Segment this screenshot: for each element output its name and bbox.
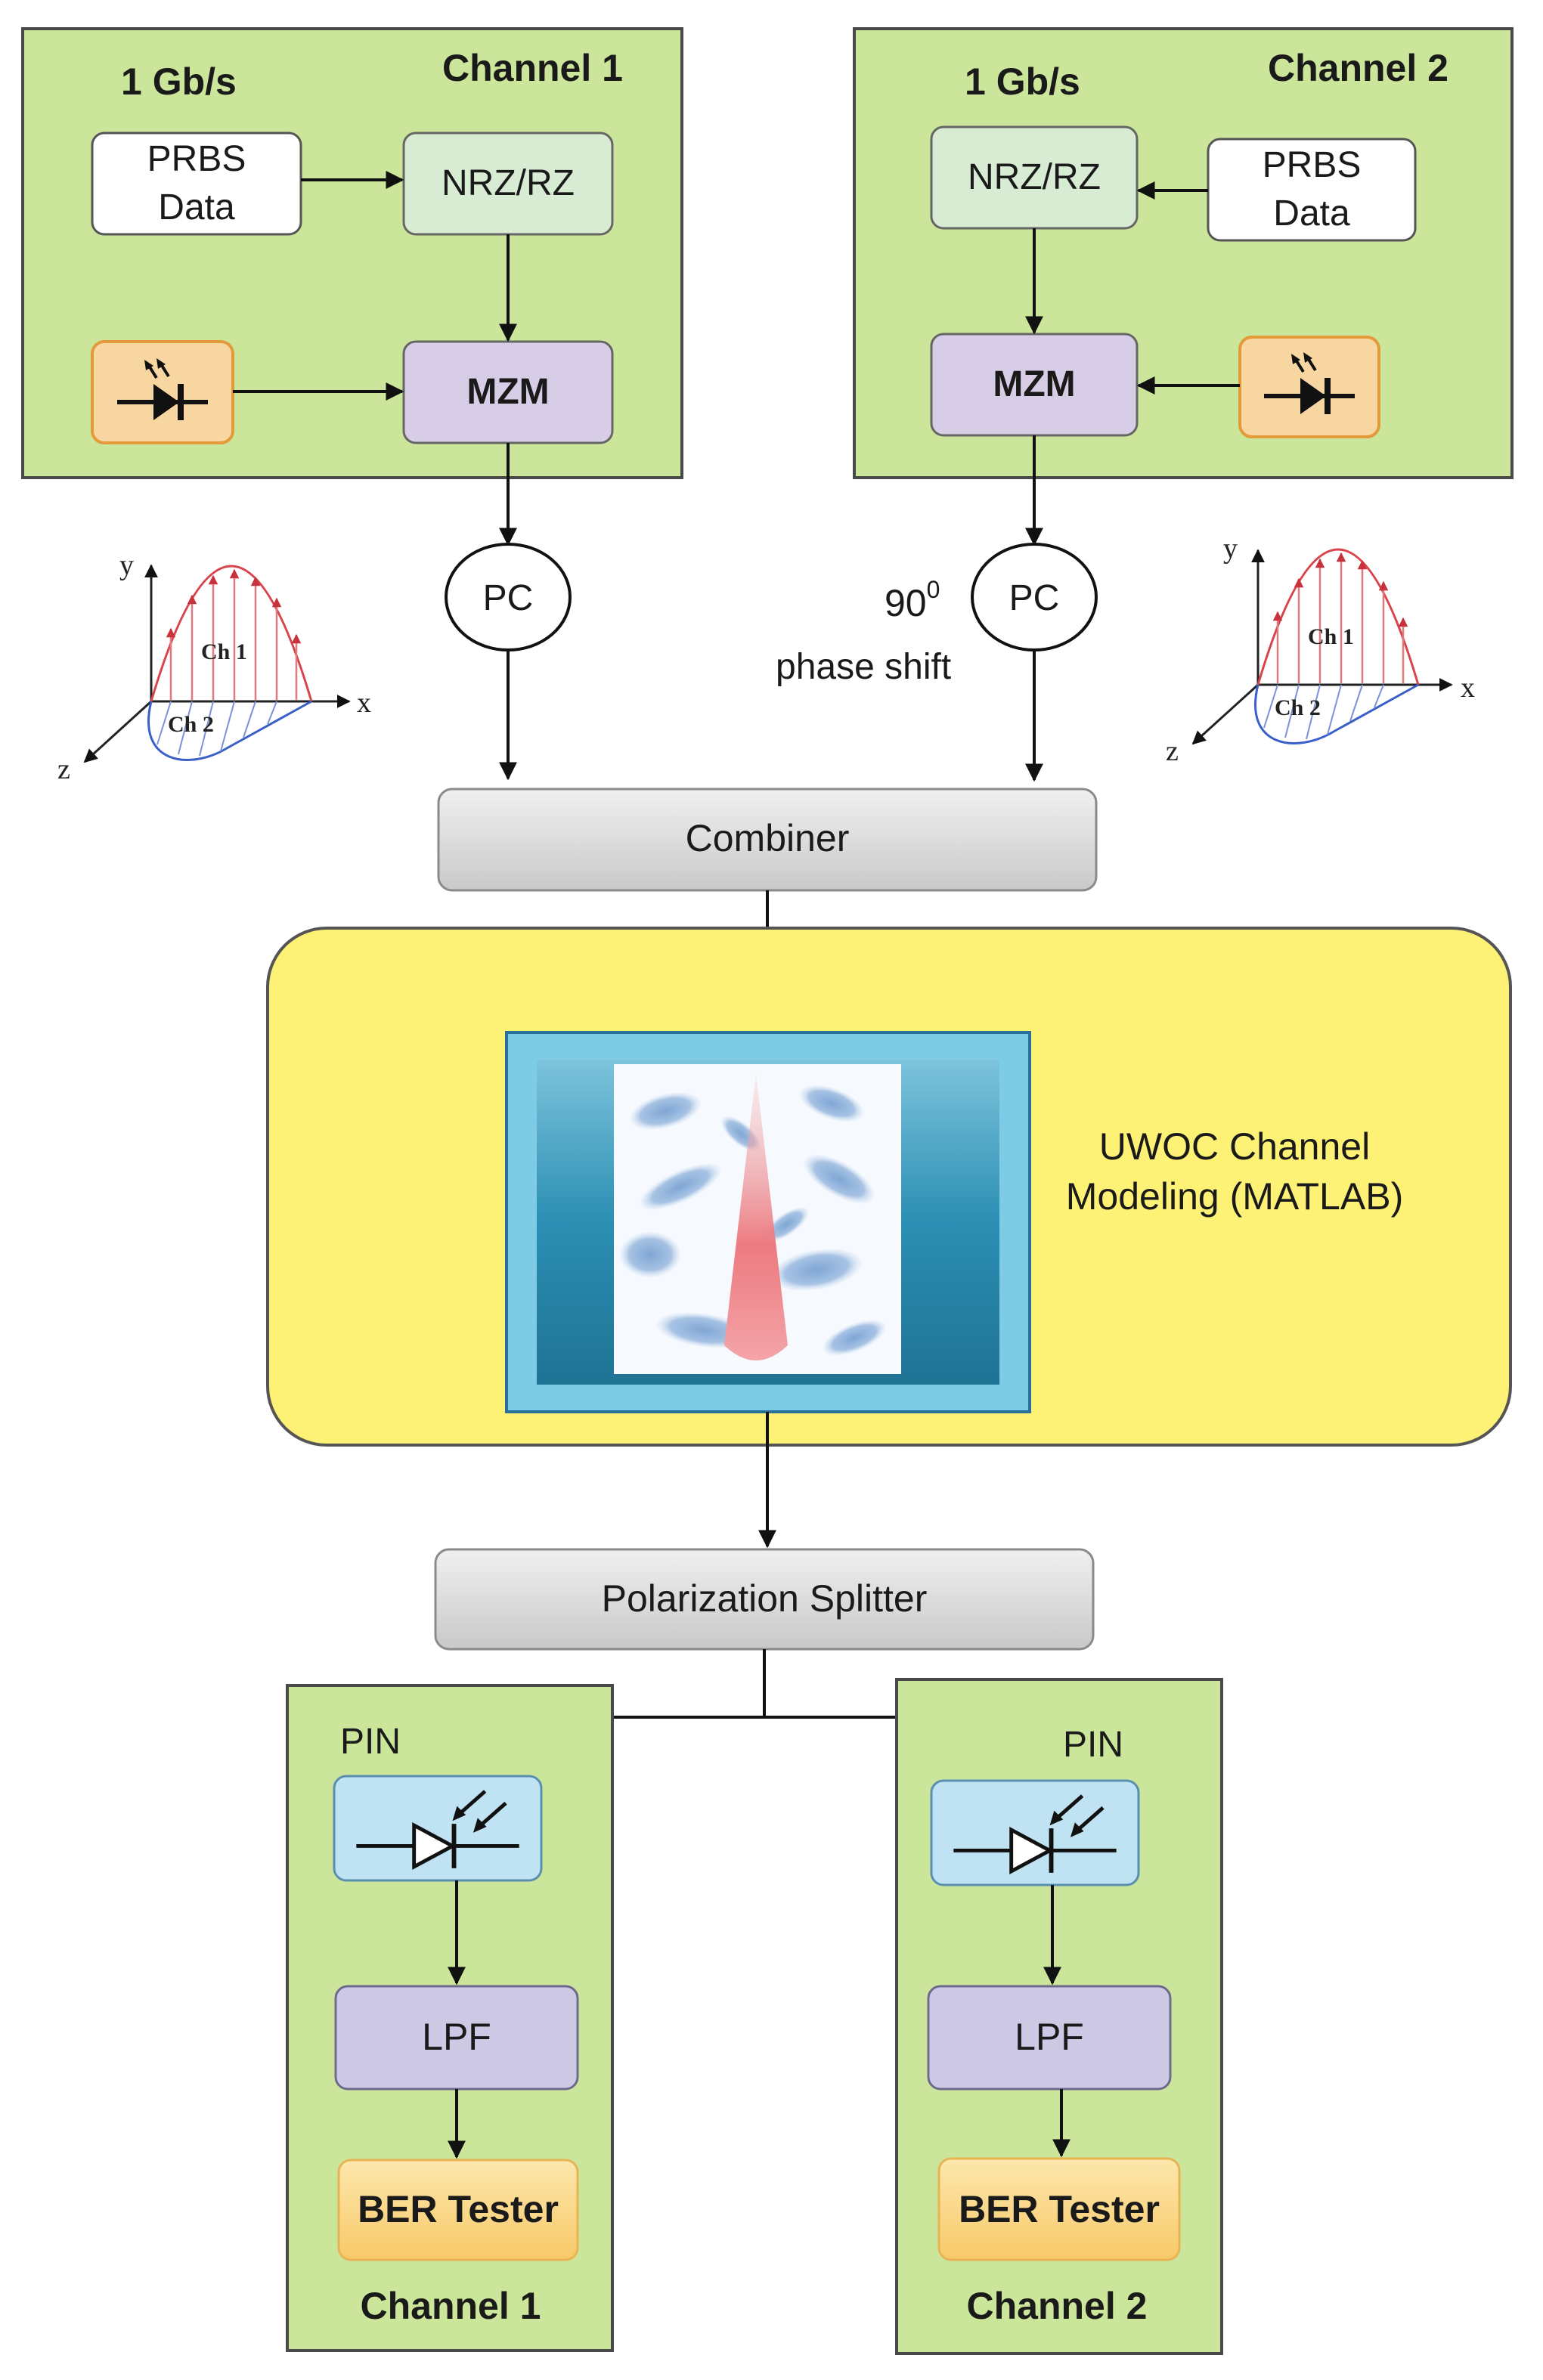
- uwoc-label-line1: UWOC Channel: [1099, 1125, 1370, 1168]
- pin-label-ch2: PIN: [1063, 1725, 1123, 1765]
- axis-z-label-left: z: [57, 754, 70, 785]
- receiver-channel-1-panel: PIN LPF BER Tester Channel 1: [286, 1684, 614, 2352]
- combiner-block: Combiner: [437, 788, 1098, 892]
- nrz-rz-label-ch2: NRZ/RZ: [968, 157, 1101, 197]
- lpf-label-ch1: LPF: [422, 2016, 491, 2058]
- axis-x-label-left: x: [357, 687, 371, 719]
- axis-x-label-right: x: [1461, 672, 1475, 704]
- polarization-plot-left: y x z Ch 1 Ch 2: [57, 549, 371, 785]
- uwoc-label-line2: Modeling (MATLAB): [1066, 1175, 1403, 1218]
- lpf-block-ch2: LPF: [927, 1985, 1172, 2091]
- nrz-rz-label-ch1: NRZ/RZ: [442, 163, 575, 203]
- phase-shift-text: phase shift: [776, 647, 951, 687]
- nrz-rz-encoder-ch2: NRZ/RZ: [930, 125, 1139, 230]
- data-label-ch1: Data: [158, 187, 235, 227]
- polarization-plot-right: y x z Ch 1 Ch 2: [1166, 533, 1475, 767]
- transmitter-channel-2-panel: 1 Gb/s Channel 2 NRZ/RZ PRBS Data MZM: [853, 27, 1514, 479]
- prbs-data-box-ch1: PRBS Data: [91, 132, 302, 236]
- pin-label-ch1: PIN: [340, 1722, 401, 1762]
- splitter-label: Polarization Splitter: [602, 1577, 928, 1620]
- combiner-label: Combiner: [686, 817, 850, 859]
- receiver-channel-2-title: Channel 2: [967, 2285, 1148, 2327]
- mzm-modulator-ch1: MZM: [402, 340, 614, 444]
- ch1-wave-label-right: Ch 1: [1308, 624, 1354, 649]
- ber-tester-label-ch2: BER Tester: [959, 2188, 1160, 2230]
- prbs-label-ch1: PRBS: [147, 139, 246, 179]
- channel-1-title: Channel 1: [442, 47, 623, 89]
- channel-2-title: Channel 2: [1268, 47, 1448, 89]
- phase-shift-value: 900: [885, 576, 940, 624]
- prbs-data-box-ch2: PRBS Data: [1207, 138, 1417, 242]
- receiver-channel-2-panel: PIN LPF BER Tester Channel 2: [895, 1678, 1223, 2355]
- channel-2-rate: 1 Gb/s: [965, 60, 1080, 103]
- axis-y-label-left: y: [119, 549, 134, 581]
- mzm-modulator-ch2: MZM: [930, 333, 1139, 437]
- axis-z-label-right: z: [1166, 735, 1179, 767]
- mzm-label-ch2: MZM: [993, 364, 1075, 404]
- data-label-ch2: Data: [1273, 193, 1350, 234]
- pin-photodetector-ch1: [333, 1775, 543, 1882]
- uwoc-channel-panel: UWOC Channel Modeling (MATLAB): [266, 927, 1512, 1447]
- phase-shift-label: 900 phase shift: [776, 576, 951, 687]
- polarization-controller-ch2: PC: [971, 543, 1098, 651]
- underwater-scene-image: [505, 1031, 1031, 1413]
- pc-label-ch2: PC: [1009, 578, 1060, 618]
- ber-tester-label-ch1: BER Tester: [358, 2188, 559, 2230]
- pin-photodetector-ch2: [930, 1779, 1140, 1886]
- channel-1-rate: 1 Gb/s: [121, 60, 237, 103]
- ber-tester-ch2: BER Tester: [937, 2157, 1181, 2261]
- ch2-wave-label-right: Ch 2: [1275, 695, 1321, 720]
- mzm-label-ch1: MZM: [466, 372, 549, 412]
- polarization-controller-ch1: PC: [445, 543, 572, 651]
- receiver-channel-1-title: Channel 1: [361, 2285, 541, 2327]
- ch2-wave-label-left: Ch 2: [168, 712, 214, 737]
- ber-tester-ch1: BER Tester: [337, 2159, 579, 2261]
- laser-source-ch2: [1238, 336, 1380, 438]
- transmitter-channel-1-panel: 1 Gb/s Channel 1 PRBS Data NRZ/RZ MZM: [21, 27, 683, 479]
- ch1-wave-label-left: Ch 1: [201, 639, 247, 664]
- laser-source-ch1: [91, 340, 234, 444]
- polarization-splitter-block: Polarization Splitter: [434, 1548, 1095, 1651]
- lpf-block-ch1: LPF: [334, 1985, 579, 2091]
- prbs-label-ch2: PRBS: [1263, 145, 1362, 185]
- pc-label-ch1: PC: [483, 578, 534, 618]
- lpf-label-ch2: LPF: [1015, 2016, 1084, 2058]
- nrz-rz-encoder-ch1: NRZ/RZ: [402, 132, 614, 236]
- axis-y-label-right: y: [1223, 533, 1238, 565]
